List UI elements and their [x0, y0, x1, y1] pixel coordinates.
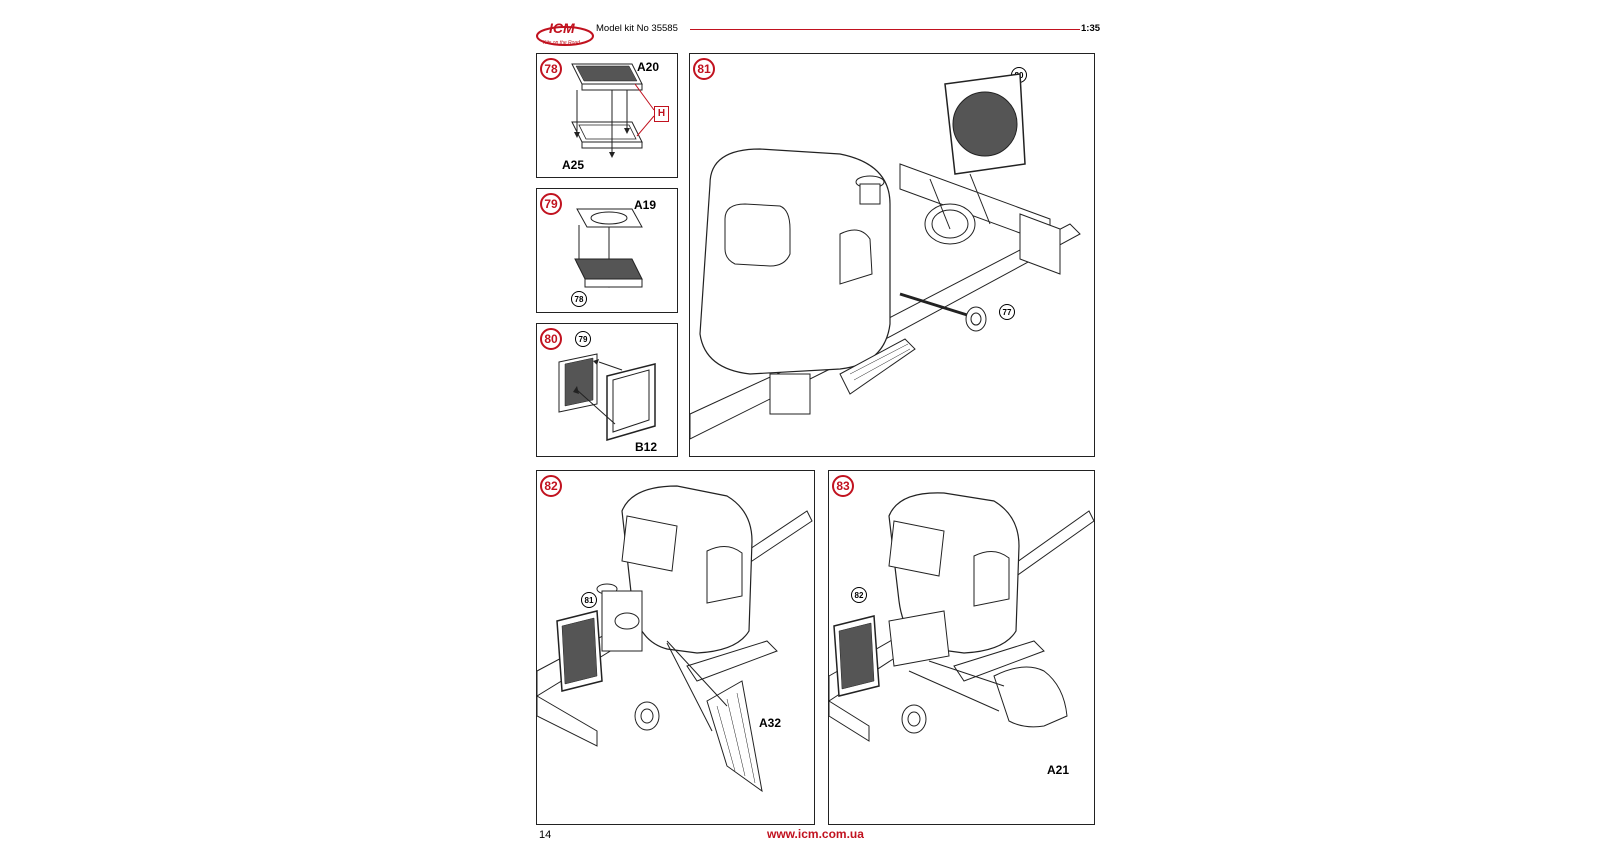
part-a20-label: A20 — [637, 60, 660, 74]
step-80-badge: 80 — [540, 328, 562, 350]
part-b12-label: B12 — [635, 440, 658, 454]
step-80-drawing — [558, 353, 656, 441]
ref-77-badge: 77 — [999, 304, 1015, 320]
header-rule — [690, 29, 1080, 30]
ref-79-badge: 79 — [575, 331, 591, 347]
step-82-badge: 82 — [540, 475, 562, 497]
step-81-badge: 81 — [693, 58, 715, 80]
ref-81-badge: 81 — [581, 592, 597, 608]
step-80-panel: 80 79 B12 — [536, 323, 678, 457]
part-a25-label: A25 — [562, 158, 585, 172]
step-81-panel: 81 80 77 — [689, 53, 1095, 457]
scale-label: 1:35 — [1081, 23, 1101, 34]
step-82-panel: 82 81 A32 — [536, 470, 815, 825]
step-83-badge: 83 — [832, 475, 854, 497]
step-79-badge: 79 — [540, 193, 562, 215]
website-link[interactable]: www.icm.com.ua — [767, 827, 864, 841]
option-h-label: H — [657, 108, 666, 119]
logo-swoosh-icon — [536, 26, 594, 46]
part-a21-label: A21 — [1047, 763, 1070, 777]
step-83-panel: 83 82 A21 — [828, 470, 1095, 825]
brand-tagline: Kits on the Road — [543, 40, 580, 46]
option-h-badge: H — [654, 106, 669, 122]
step-78-panel: 78 A20 A25 H — [536, 53, 678, 178]
step-82-drawing — [536, 485, 813, 793]
model-kit-number: Model kit No 35585 — [596, 23, 678, 34]
part-a32-label: A32 — [759, 716, 782, 730]
ref-82-badge: 82 — [851, 587, 867, 603]
step-83-drawing — [828, 492, 1095, 742]
step-79-drawing — [574, 208, 643, 288]
step-81-drawing — [689, 73, 1081, 440]
part-a19-label: A19 — [634, 198, 657, 212]
brand-name: ICM — [549, 20, 575, 36]
ref-78-badge: 78 — [571, 291, 587, 307]
step-78-drawing — [571, 63, 655, 158]
step-78-badge: 78 — [540, 58, 562, 80]
page-number: 14 — [539, 829, 552, 841]
step-79-panel: 79 A19 78 — [536, 188, 678, 313]
brand-logo: ICM Kits on the Road — [535, 18, 595, 50]
